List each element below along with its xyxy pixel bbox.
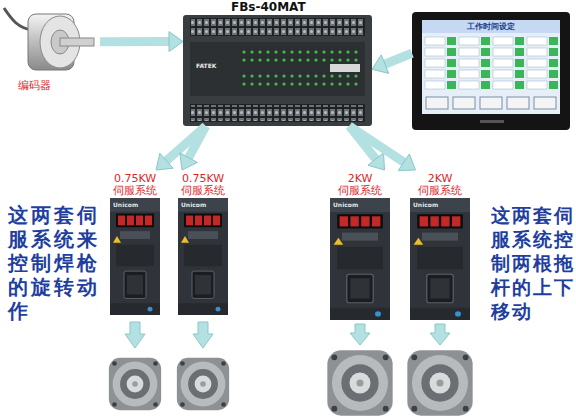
arrow-head — [372, 55, 389, 74]
brand-mark: Unicom — [413, 201, 453, 209]
down-arrow — [125, 322, 145, 348]
brand-mark: Unicom — [333, 201, 373, 209]
node-text: 0.75KW 伺服系统 — [173, 173, 233, 197]
hmi-button — [507, 97, 529, 109]
flow-arrow — [349, 126, 415, 171]
terminal-screws — [191, 105, 364, 121]
arrow-head — [169, 32, 183, 52]
servo-node: 0.75KW 伺服系统 — [173, 170, 233, 318]
arrow-head — [180, 153, 198, 170]
hmi-frame — [412, 12, 570, 130]
arrow-head — [368, 153, 385, 170]
node-text: 2KW 伺服系统 — [405, 173, 475, 197]
terminal-screws — [191, 19, 364, 35]
arrow-head — [156, 153, 173, 170]
brand-mark: Unicom — [113, 201, 153, 209]
down-arrow — [350, 324, 370, 345]
hmi-node: 工作时间设定 — [412, 12, 570, 130]
flow-arrow — [100, 32, 183, 52]
arrow-head — [398, 154, 415, 171]
arrow-shaft — [166, 126, 206, 161]
hmi-logo — [480, 120, 504, 123]
plc-leds — [240, 46, 360, 62]
brand-mark: FATEK — [196, 62, 236, 70]
servo-drive — [178, 198, 228, 315]
node-text: 编码器 — [18, 79, 100, 92]
flow-arrow — [372, 53, 412, 73]
brand-mark: Unicom — [181, 201, 221, 209]
arrow-shaft — [188, 126, 206, 159]
hmi-button — [453, 97, 475, 109]
hmi-picture — [412, 12, 570, 130]
hmi-button — [426, 97, 448, 109]
arrow-shaft — [349, 126, 404, 163]
encoder-shaft — [60, 38, 94, 46]
servo-motor — [407, 350, 472, 415]
servo-node: 2KW 伺服系统 — [405, 170, 475, 322]
servo-drive — [110, 198, 160, 315]
plc-leds — [240, 74, 360, 90]
encoder-picture — [4, 8, 94, 70]
node-text: 0.75KW 伺服系统 — [105, 173, 165, 197]
flow-arrow — [156, 126, 206, 170]
arrow-shaft — [100, 37, 170, 46]
hmi-button — [534, 97, 556, 109]
arrow-shaft — [384, 53, 412, 64]
servo-motor — [177, 358, 229, 410]
servo-drive — [410, 198, 470, 320]
side-note: 这两套伺服系统控制两根拖杆的上下移动 — [491, 203, 576, 323]
terminal-strip — [190, 104, 365, 122]
node-text: 工作时间设定 — [412, 22, 570, 32]
side-note: 这两套伺服系统来控制焊枪的旋转动作 — [8, 203, 104, 323]
node-text: 2KW 伺服系统 — [325, 173, 395, 197]
servo-motor — [327, 350, 392, 415]
terminal-strip — [190, 18, 365, 36]
arrow-shaft — [349, 126, 376, 160]
plc-panel — [190, 42, 365, 96]
flow-arrow — [349, 126, 384, 170]
hmi-button — [480, 97, 502, 109]
down-arrow — [430, 324, 450, 345]
encoder-node: 编码器 — [5, 3, 100, 95]
down-arrow — [193, 322, 213, 348]
servo-node: 0.75KW 伺服系统 — [105, 170, 165, 318]
node-text: FBs-40MAT — [231, 0, 372, 14]
servo-drive — [330, 198, 390, 320]
hmi-table — [424, 36, 558, 91]
plc-picture — [183, 15, 372, 126]
servo-node: 2KW 伺服系统 — [325, 170, 395, 322]
plc-plate — [330, 64, 360, 72]
servo-motor — [109, 358, 161, 410]
flow-arrow — [180, 126, 206, 170]
hmi-screen — [422, 20, 560, 114]
plc-body — [183, 15, 372, 126]
